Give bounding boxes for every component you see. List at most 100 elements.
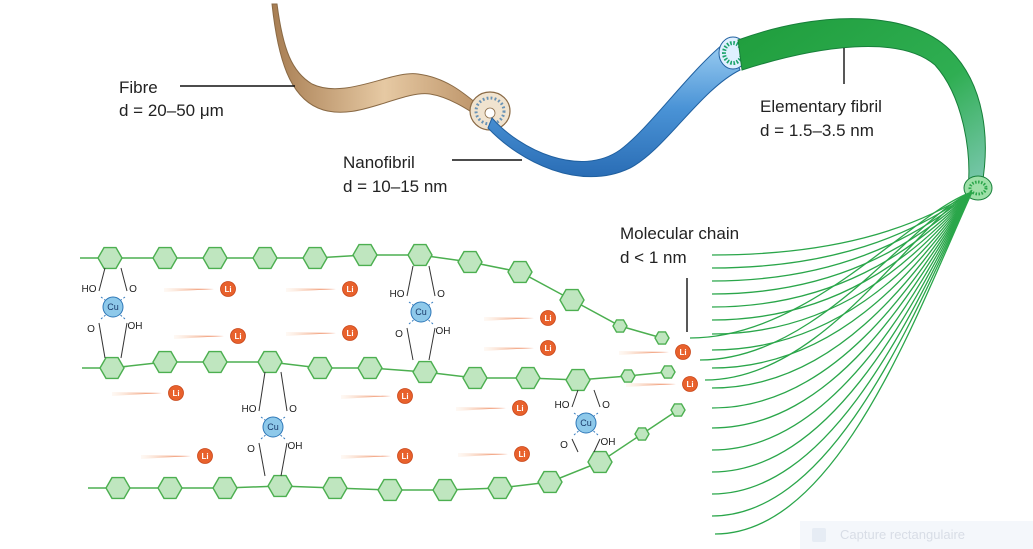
capture-watermark: Capture rectangulaire — [800, 521, 1033, 549]
glucose-ring — [487, 476, 513, 500]
glucose-ring — [212, 476, 238, 500]
molecular-chain-line — [711, 191, 973, 269]
molecular-chain-label: Molecular chain — [620, 224, 739, 243]
molecular-chain-line — [711, 191, 973, 451]
glucose-ring — [202, 246, 228, 270]
molecular-chain-line — [711, 191, 973, 282]
li-motion-trail — [341, 395, 391, 399]
li-ion — [230, 328, 246, 344]
li-motion-trail — [286, 332, 336, 336]
cu-ion — [102, 296, 124, 318]
c-o-bond — [120, 267, 128, 292]
li-label: Li — [201, 452, 208, 461]
glucose-ring — [559, 288, 585, 312]
leader-lines — [180, 48, 845, 332]
glucose-ring — [620, 369, 636, 383]
li-label: Li — [401, 392, 408, 401]
molecular-chain-line — [711, 191, 973, 351]
li-motion-trail — [341, 455, 391, 459]
li-label: Li — [518, 450, 525, 459]
fibre-dimension: d = 20–50 μm — [119, 101, 224, 120]
glucose-ring — [307, 356, 333, 380]
glucose-ring — [252, 246, 278, 270]
glucose-ring — [537, 470, 563, 494]
c-o-bond — [593, 438, 601, 453]
cu-label: Cu — [107, 302, 119, 312]
molecular-chain-line — [711, 191, 973, 389]
oxygen-label: O — [395, 329, 403, 340]
li-ion — [682, 376, 698, 392]
glucose-ring — [515, 366, 541, 390]
glucose-ring — [267, 474, 293, 498]
nanofibril-label: Nanofibril — [343, 153, 415, 172]
c-o-bond — [406, 327, 414, 361]
li-label: Li — [544, 344, 551, 353]
elementary-fibril-dimension: d = 1.5–3.5 nm — [760, 121, 874, 140]
elementary-fibril-label: Elementary fibril — [760, 97, 882, 116]
cu-ion — [575, 412, 597, 434]
oxygen-label: O — [560, 440, 568, 451]
li-label: Li — [516, 404, 523, 413]
c-o-bond — [280, 371, 288, 412]
li-ion — [397, 388, 413, 404]
oxygen-label: O — [87, 324, 95, 335]
glucose-ring — [99, 356, 125, 380]
li-motion-trail — [112, 392, 162, 396]
li-motion-trail — [141, 455, 191, 459]
hydroxyl-label: OH — [436, 326, 451, 337]
cu-label: Cu — [580, 418, 592, 428]
fibre-tube — [271, 3, 511, 131]
li-ion — [675, 344, 691, 360]
oxygen-label: O — [437, 289, 445, 300]
glucose-ring — [352, 243, 378, 267]
glucose-ring — [152, 350, 178, 374]
molecular-chain-fan — [689, 191, 973, 535]
molecular-chain-line — [711, 191, 973, 517]
li-motion-trail — [286, 288, 336, 292]
li-ion — [514, 446, 530, 462]
molecular-chain-line — [711, 191, 973, 335]
li-ion — [540, 310, 556, 326]
hydroxyl-label: HO — [82, 284, 97, 295]
cu-ion — [262, 416, 284, 438]
c-o-bond — [258, 371, 266, 412]
glucose-ring — [377, 478, 403, 502]
glucose-ring — [322, 476, 348, 500]
glucose-ring — [612, 319, 628, 333]
glucose-ring — [357, 356, 383, 380]
glucose-ring — [432, 478, 458, 502]
glucose-ring — [457, 250, 483, 274]
cu-label: Cu — [267, 422, 279, 432]
oxygen-label: O — [247, 444, 255, 455]
hydroxyl-label: HO — [242, 404, 257, 415]
li-label: Li — [544, 314, 551, 323]
hydroxyl-label: HO — [390, 289, 405, 300]
nanofibril-tube — [487, 36, 748, 178]
glucose-ring — [257, 350, 283, 374]
li-ion — [512, 400, 528, 416]
glucose-ring — [152, 246, 178, 270]
oxygen-label: O — [289, 404, 297, 415]
glucose-ring — [97, 246, 123, 270]
glucose-ring — [202, 350, 228, 374]
molecular-chain-line — [699, 191, 973, 361]
c-o-bond — [120, 322, 128, 359]
c-o-bond — [571, 389, 579, 408]
glucose-ring — [670, 403, 686, 417]
li-motion-trail — [164, 288, 214, 292]
li-motion-trail — [626, 383, 676, 387]
cellulose-chains — [80, 243, 686, 502]
li-label: Li — [686, 380, 693, 389]
glucose-ring — [412, 360, 438, 384]
li-ion — [342, 325, 358, 341]
fibre-label: Fibre — [119, 78, 158, 97]
li-ion — [397, 448, 413, 464]
li-label: Li — [224, 285, 231, 294]
li-ion — [220, 281, 236, 297]
capture-icon — [812, 528, 826, 542]
glucose-ring — [634, 427, 650, 441]
li-ion — [197, 448, 213, 464]
